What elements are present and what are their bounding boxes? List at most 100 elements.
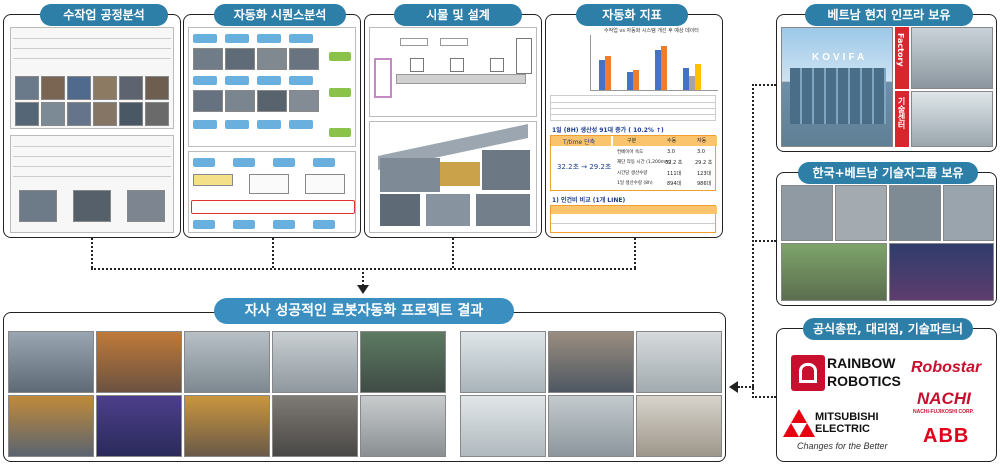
team-event-photo [889, 243, 994, 301]
worker-photo [67, 102, 91, 126]
mitsubishi-text-2: ELECTRIC [815, 423, 870, 435]
col-auto: 자동 [697, 138, 707, 144]
project-photo [460, 395, 546, 457]
worker-photo [119, 102, 143, 126]
partners-title: 공식총판, 대리점, 기술파트너 [803, 318, 973, 340]
row-3-manual: 894대 [667, 181, 682, 187]
sequence-photo [257, 90, 287, 112]
index-bar-chart [590, 35, 718, 91]
project-photo [360, 331, 446, 393]
layout-drawing [369, 27, 537, 117]
worker-photo [145, 76, 169, 100]
arrow-left-icon [729, 381, 738, 393]
tech-center-photo [911, 91, 993, 147]
row-0-label: 컨베이어 속도 [617, 150, 644, 155]
engineer-photo [889, 185, 941, 241]
project-photo [96, 395, 182, 457]
center-label: 기술센터 [897, 97, 906, 129]
project-photo [360, 395, 446, 457]
connector [452, 238, 454, 268]
mitsubishi-text-1: MITSUBISHI [815, 411, 879, 423]
ttime-table: T/time 단축 32.2초 → 29.2초 구분 수동 자동 컨베이어 속도… [550, 135, 717, 191]
project-photo [184, 395, 270, 457]
robostar-logo: Robostar [911, 359, 982, 376]
sequence-photo [225, 48, 255, 70]
nachi-text: NACHI [917, 389, 971, 408]
nachi-logo: NACHI NACHI-FUJIKOSHI CORP. [913, 389, 993, 419]
sequence-flow-doc-1 [188, 27, 356, 147]
process-doc-2 [10, 135, 174, 233]
abb-logo: ABB [923, 425, 970, 447]
results-panel [3, 312, 726, 462]
row-2-auto: 123대 [697, 171, 712, 177]
tech-group-panel [776, 172, 997, 306]
results-title: 자사 성공적인 로봇자동화 프로젝트 결과 [214, 298, 514, 324]
engineer-photo [943, 185, 994, 241]
partners-panel: RAINBOW ROBOTICS Robostar MITSUBISHI ELE… [776, 328, 997, 462]
project-photo [460, 331, 546, 393]
rainbow-robotics-logo: RAINBOW ROBOTICS [791, 353, 901, 393]
engineer-photo [781, 185, 833, 241]
connector [738, 386, 754, 388]
row-1-auto: 29.2 초 [695, 160, 713, 166]
project-photo [96, 331, 182, 393]
connector [91, 238, 93, 268]
sequence-photo [225, 90, 255, 112]
connector [362, 268, 364, 286]
row-0-auto: 3.0 [697, 149, 705, 155]
worker-photo [119, 76, 143, 100]
center-label-strip: 기술센터 [895, 91, 909, 147]
factory-photo [911, 27, 993, 89]
infra-title: 베트남 현지 인프라 보유 [805, 4, 973, 26]
index-chart-caption: 수작업 vs 자동화 시스템 개선 후 예상 데이터 [604, 28, 699, 34]
worker-photo [15, 76, 39, 100]
row-2-manual: 111대 [667, 171, 682, 177]
rainbow-text-1: RAINBOW [827, 355, 896, 371]
connector [272, 238, 274, 268]
kovifa-building-photo: KOVIFA [781, 27, 893, 147]
rainbow-text-2: ROBOTICS [827, 373, 901, 389]
productivity-headline: 1일 (8H) 생산성 91대 증가 ( 10.2% ↑) [552, 127, 664, 134]
project-photo [8, 395, 94, 457]
project-photo [272, 331, 358, 393]
sequence-photo [193, 90, 223, 112]
row-0-manual: 3.0 [667, 149, 675, 155]
row-1-label: 재단 작동 시간 (1,200mm) [617, 160, 672, 165]
project-photo [184, 331, 270, 393]
factory-label-strip: Factory [895, 27, 909, 89]
prototype-design-title: 시물 및 설계 [394, 4, 522, 26]
row-3-auto: 986대 [697, 181, 712, 187]
kovifa-sign: KOVIFA [812, 52, 868, 63]
project-photo [548, 395, 634, 457]
mitsubishi-tagline: Changes for the Better [797, 441, 888, 451]
connector [634, 238, 636, 268]
project-photo [8, 331, 94, 393]
automation-sequence-title: 자동화 시퀀스분석 [214, 4, 346, 26]
sequence-photo [193, 48, 223, 70]
automation-sequence-panel [183, 14, 361, 238]
worker-photo [93, 76, 117, 100]
engineer-photo [835, 185, 887, 241]
worker-photo [41, 102, 65, 126]
col-division: 구분 [627, 138, 637, 144]
worker-photo [145, 102, 169, 126]
index-side-table [550, 95, 716, 121]
labor-cost-headline: 1) 인건비 비교 (1개 LINE) [552, 197, 626, 204]
col-manual: 수동 [667, 138, 677, 144]
worker-photo [127, 190, 165, 222]
connector [752, 396, 776, 398]
row-1-manual: 32.2 초 [665, 160, 683, 166]
ttime-label: T/time 단축 [563, 139, 596, 146]
worker-photo [15, 102, 39, 126]
manual-analysis-panel [3, 14, 181, 238]
project-photo [636, 331, 722, 393]
project-photo [636, 395, 722, 457]
connector [752, 84, 776, 86]
worker-photo [73, 190, 111, 222]
worker-photo [19, 190, 57, 222]
3d-model-render [369, 121, 537, 233]
prototype-design-panel [364, 14, 542, 238]
row-3-label: 1일 생산수량 (8h) [617, 181, 653, 186]
labor-cost-table [550, 205, 717, 233]
worker-photo [41, 76, 65, 100]
